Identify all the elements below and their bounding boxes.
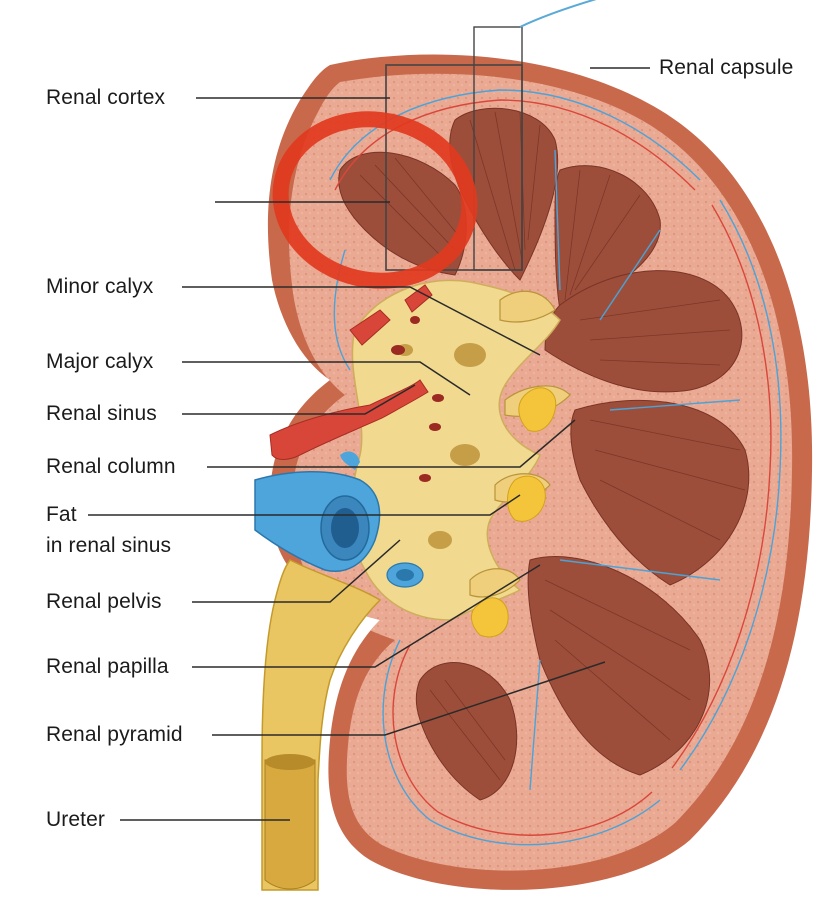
pointer-line-top — [519, 0, 597, 28]
label-renal-pyramid: Renal pyramid — [46, 723, 183, 746]
fat-deposits — [471, 387, 557, 638]
renal-pyramids — [338, 107, 750, 801]
red-annotation-circle — [272, 111, 478, 289]
leader-lines — [88, 67, 650, 821]
label-minor-calyx: Minor calyx — [46, 275, 154, 298]
label-renal-capsule: Renal capsule — [659, 56, 794, 79]
label-major-calyx: Major calyx — [46, 350, 154, 373]
label-fat: Fat — [46, 503, 77, 526]
label-ureter: Ureter — [46, 808, 105, 831]
label-renal-column: Renal column — [46, 455, 176, 478]
cortical-vessels — [329, 89, 782, 846]
artery-openings — [391, 316, 444, 482]
renal-vein — [254, 451, 424, 588]
ureter-cut-end — [264, 759, 316, 890]
label-renal-sinus: Renal sinus — [46, 402, 157, 425]
label-renal-pelvis: Renal pelvis — [46, 590, 162, 613]
label-renal-papilla: Renal papilla — [46, 655, 169, 678]
label-renal-cortex: Renal cortex — [46, 86, 166, 109]
cortex-inner-box — [473, 26, 523, 271]
label-fat-in-renal-sinus: in renal sinus — [46, 534, 172, 557]
pyramid-striations — [359, 111, 746, 781]
calyx-holes — [397, 343, 486, 549]
